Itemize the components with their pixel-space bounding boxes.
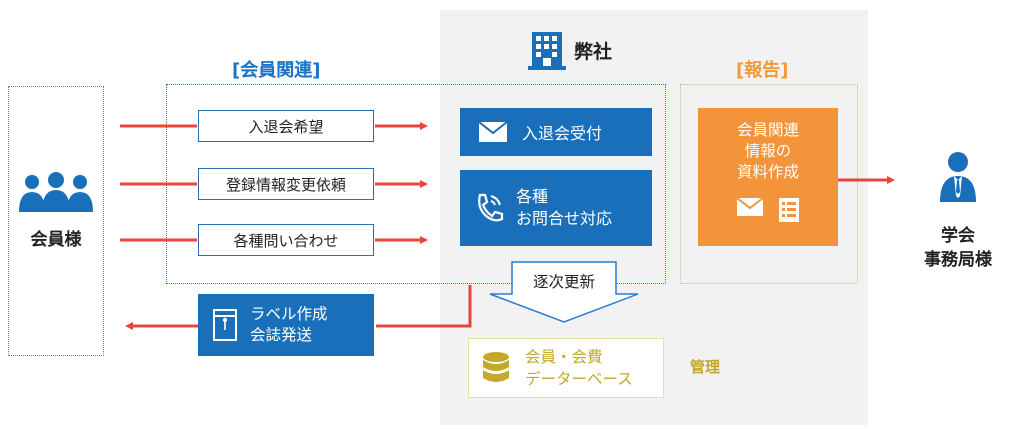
report-line2: 情報の [744, 142, 792, 160]
report-materials-box: 会員関連 情報の 資料作成 [698, 108, 838, 246]
people-icon [16, 172, 96, 214]
database-line2: データーベース [525, 370, 633, 388]
update-label: 逐次更新 [532, 273, 595, 291]
request-join-leave: 入退会希望 [198, 110, 374, 142]
report-line3: 資料作成 [736, 163, 799, 181]
manage-label: 管理 [690, 358, 721, 376]
mail-icon [736, 197, 764, 223]
secretariat-line1: 学会 [941, 226, 975, 246]
report-section-title: [報告] [736, 60, 789, 81]
list-icon [778, 197, 800, 223]
database-box: 会員・会費 データーベース [468, 338, 664, 398]
report-line1: 会員関連 [736, 121, 799, 139]
reception-label: 入退会受付 [522, 124, 603, 143]
reception-box: 入退会受付 [460, 108, 652, 156]
report-box-frame [680, 84, 858, 284]
member-section-title: [会員関連] [232, 60, 321, 81]
businessman-icon [938, 150, 978, 202]
inquiry-box: 各種 お問合せ対応 [460, 170, 652, 246]
secretariat-label: 学会 事務局様 [908, 224, 1008, 272]
phone-icon [474, 192, 504, 224]
envelope-document-icon [212, 308, 238, 342]
members-label: 会員様 [30, 230, 82, 250]
request-inquiry: 各種問い合わせ [198, 224, 374, 256]
label-shipping-line2: 会誌発送 [250, 326, 313, 344]
company-header: 弊社 [528, 30, 612, 70]
database-icon [481, 351, 511, 385]
label-shipping-box: ラベル作成 会誌発送 [198, 294, 374, 356]
members-box [8, 86, 104, 356]
company-name: 弊社 [574, 40, 613, 63]
label-shipping-line1: ラベル作成 [250, 305, 328, 323]
database-line1: 会員・会費 [525, 348, 603, 366]
inquiry-label-line2: お問合せ対応 [516, 209, 613, 228]
inquiry-label-line1: 各種 [516, 187, 549, 206]
mail-icon [478, 121, 508, 143]
building-icon [528, 30, 566, 70]
request-info-change: 登録情報変更依頼 [198, 168, 374, 200]
secretariat-line2: 事務局様 [924, 250, 992, 270]
